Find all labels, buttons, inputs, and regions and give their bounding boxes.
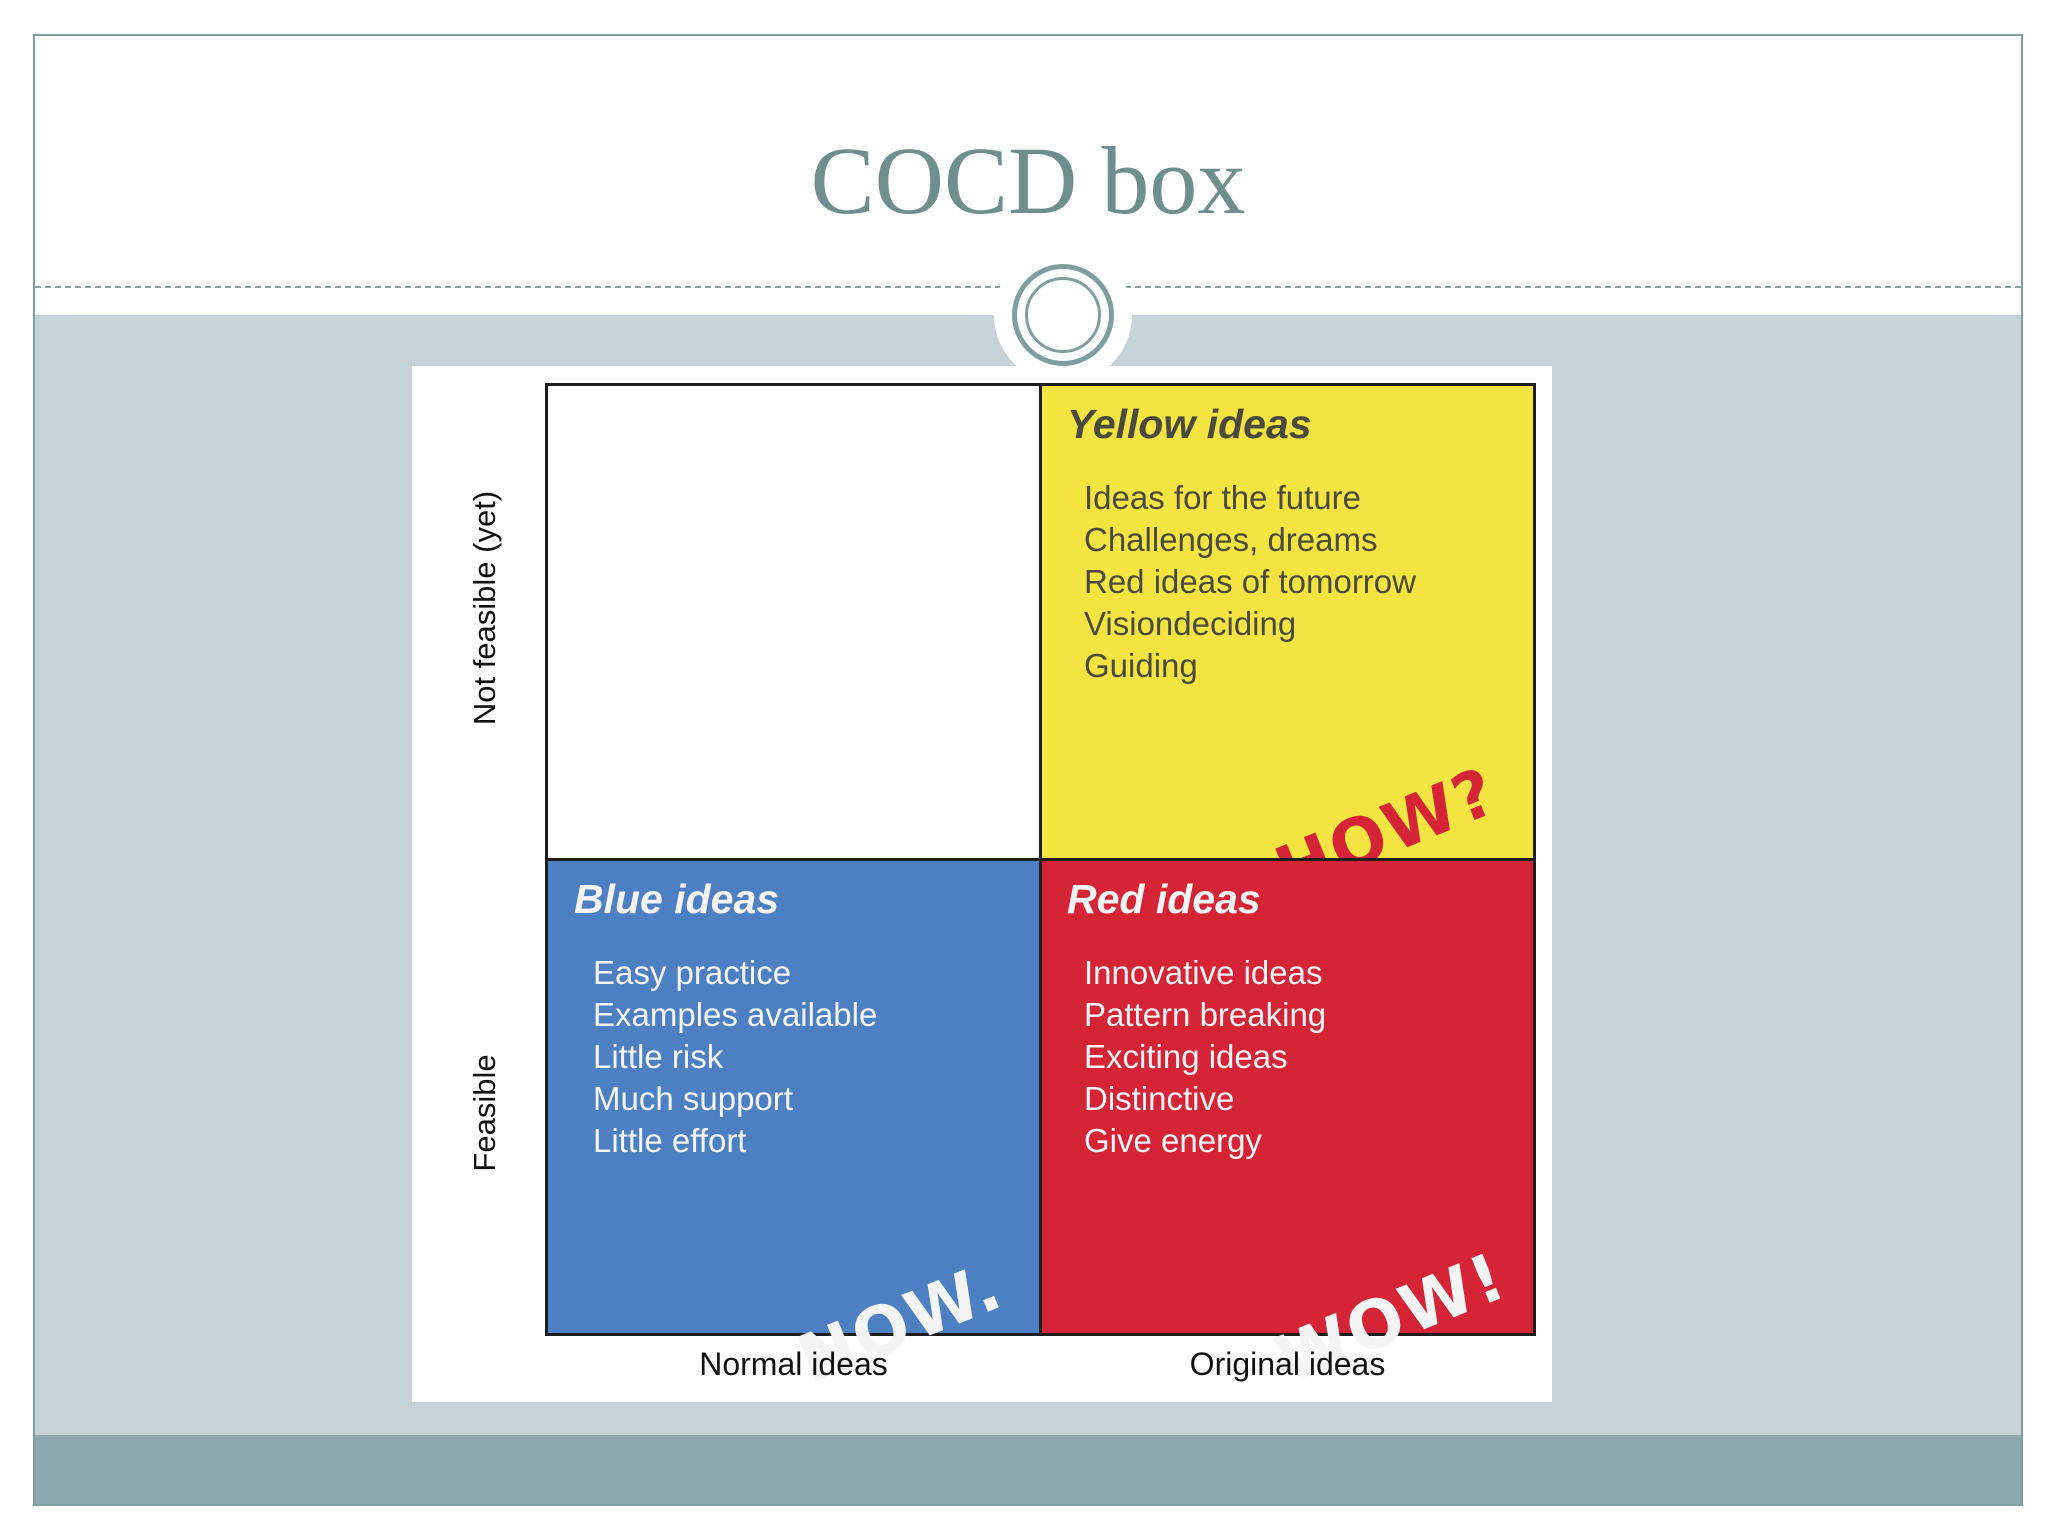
list-item: Little risk xyxy=(593,1038,724,1075)
list-item: Much support xyxy=(593,1080,793,1117)
list-item: Little effort xyxy=(593,1122,747,1159)
yellow-ideas-list: Ideas for the future Challenges, dreams … xyxy=(1084,477,1416,687)
quadrant-top-left-empty xyxy=(545,383,1042,861)
circle-ornament-icon xyxy=(1012,264,1114,366)
list-item: Distinctive xyxy=(1084,1080,1235,1117)
list-item: Pattern breaking xyxy=(1084,996,1327,1033)
y-axis-label-feasible: Feasible xyxy=(467,1054,502,1172)
cocd-matrix-figure: Not feasible (yet) Feasible Yellow ideas… xyxy=(412,366,1552,1402)
quadrant-red-ideas: Red ideas Innovative ideas Pattern break… xyxy=(1039,858,1536,1399)
blue-ideas-list: Easy practice Examples available Little … xyxy=(593,952,877,1162)
list-item: Give energy xyxy=(1084,1122,1262,1159)
yellow-ideas-heading: Yellow ideas xyxy=(1067,401,1312,447)
list-item: Exciting ideas xyxy=(1084,1038,1288,1075)
red-ideas-heading: Red ideas xyxy=(1067,876,1261,922)
x-axis-label-normal-ideas: Normal ideas xyxy=(699,1346,888,1382)
list-item: Easy practice xyxy=(593,954,792,991)
blue-ideas-heading: Blue ideas xyxy=(574,876,780,922)
list-item: Ideas for the future xyxy=(1084,479,1362,516)
red-ideas-list: Innovative ideas Pattern breaking Exciti… xyxy=(1084,952,1326,1162)
x-axis-label-original-ideas: Original ideas xyxy=(1189,1346,1386,1382)
quadrant-yellow-ideas: Yellow ideas Ideas for the future Challe… xyxy=(1039,383,1536,910)
list-item: Innovative ideas xyxy=(1084,954,1323,991)
y-axis-label-not-feasible: Not feasible (yet) xyxy=(467,490,502,726)
list-item: Visiondeciding xyxy=(1084,605,1297,642)
circle-ornament-inner-ring xyxy=(1025,277,1101,353)
footer-band xyxy=(35,1435,2021,1504)
list-item: Challenges, dreams xyxy=(1084,521,1378,558)
slide-title: COCD box xyxy=(810,127,1246,234)
quadrant-blue-ideas: Blue ideas Easy practice Examples availa… xyxy=(545,858,1042,1398)
list-item: Examples available xyxy=(593,996,878,1033)
list-item: Red ideas of tomorrow xyxy=(1084,563,1416,600)
list-item: Guiding xyxy=(1084,647,1198,684)
